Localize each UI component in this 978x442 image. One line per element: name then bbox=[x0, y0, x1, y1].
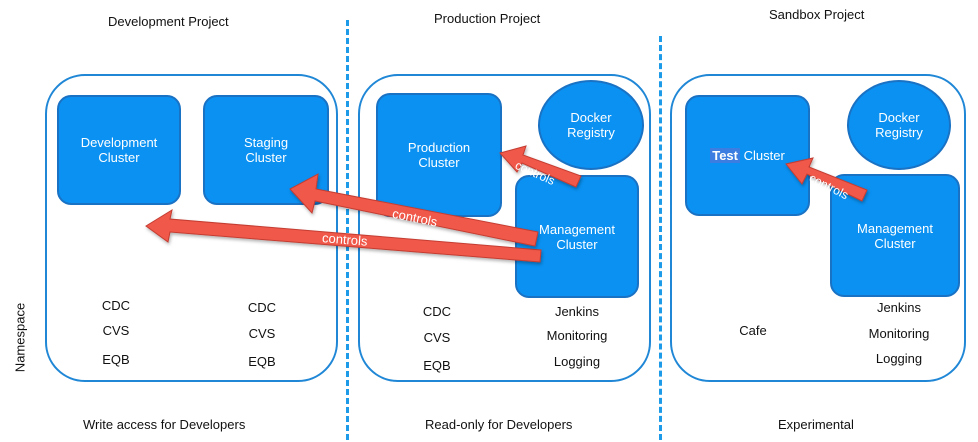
production-docker-registry-label: Docker Registry bbox=[567, 110, 615, 140]
production-project-title: Production Project bbox=[434, 11, 541, 26]
namespace-sandbox-monitoring: Monitoring bbox=[868, 326, 930, 341]
namespace-prod-eqb: EQB bbox=[423, 358, 451, 373]
sandbox-project-title: Sandbox Project bbox=[769, 7, 865, 22]
test-cluster-label: Test Cluster bbox=[710, 148, 785, 163]
production-footer: Read-only for Developers bbox=[425, 417, 573, 432]
sandbox-docker-registry[interactable]: Docker Registry bbox=[847, 80, 951, 170]
namespace-dev-cdc: CDC bbox=[101, 298, 131, 313]
namespace-prod-monitoring: Monitoring bbox=[546, 328, 608, 343]
namespace-staging-eqb: EQB bbox=[248, 354, 276, 369]
namespace-sandbox-cafe: Cafe bbox=[739, 323, 767, 338]
sandbox-management-cluster-label: Management Cluster bbox=[857, 220, 933, 251]
production-management-cluster-label: Management Cluster bbox=[539, 221, 615, 252]
arrow-to-test-cluster bbox=[785, 157, 868, 202]
namespace-dev-eqb: EQB bbox=[102, 352, 130, 367]
arrow-to-production-cluster bbox=[499, 145, 582, 188]
sandbox-footer: Experimental bbox=[778, 417, 854, 432]
namespace-sandbox-jenkins: Jenkins bbox=[876, 300, 922, 315]
arrow-to-staging-cluster bbox=[289, 173, 539, 247]
namespace-sandbox-logging: Logging bbox=[875, 351, 923, 366]
production-docker-registry[interactable]: Docker Registry bbox=[538, 80, 644, 170]
development-cluster-label: Development Cluster bbox=[80, 135, 158, 165]
sandbox-management-cluster[interactable]: Management Cluster bbox=[830, 174, 960, 297]
namespace-prod-jenkins: Jenkins bbox=[554, 304, 600, 319]
sandbox-docker-registry-label: Docker Registry bbox=[875, 110, 923, 140]
namespace-prod-cdc: CDC bbox=[422, 304, 452, 319]
namespace-dev-cvs: CVS bbox=[102, 323, 130, 338]
namespace-staging-cdc: CDC bbox=[247, 300, 277, 315]
test-word: Test bbox=[710, 148, 740, 163]
namespace-prod-logging: Logging bbox=[553, 354, 601, 369]
development-project-title: Development Project bbox=[108, 14, 229, 29]
arrow-label-staging: controls bbox=[391, 206, 439, 230]
namespace-prod-cvs: CVS bbox=[423, 330, 451, 345]
production-cluster-label: Production Cluster bbox=[407, 140, 471, 170]
development-cluster[interactable]: Development Cluster bbox=[57, 95, 181, 205]
namespace-staging-cvs: CVS bbox=[248, 326, 276, 341]
staging-cluster[interactable]: Staging Cluster bbox=[203, 95, 329, 205]
namespace-side-label: Namespace bbox=[12, 302, 28, 373]
test-cluster[interactable]: Test Cluster bbox=[685, 95, 810, 216]
staging-cluster-label: Staging Cluster bbox=[243, 135, 289, 165]
test-cluster-rest: Cluster bbox=[739, 148, 785, 163]
development-footer: Write access for Developers bbox=[83, 417, 246, 432]
divider-1 bbox=[346, 20, 349, 440]
arrow-to-development-cluster bbox=[145, 208, 542, 263]
arrow-label-dev: controls bbox=[322, 230, 369, 249]
divider-2 bbox=[659, 36, 662, 440]
